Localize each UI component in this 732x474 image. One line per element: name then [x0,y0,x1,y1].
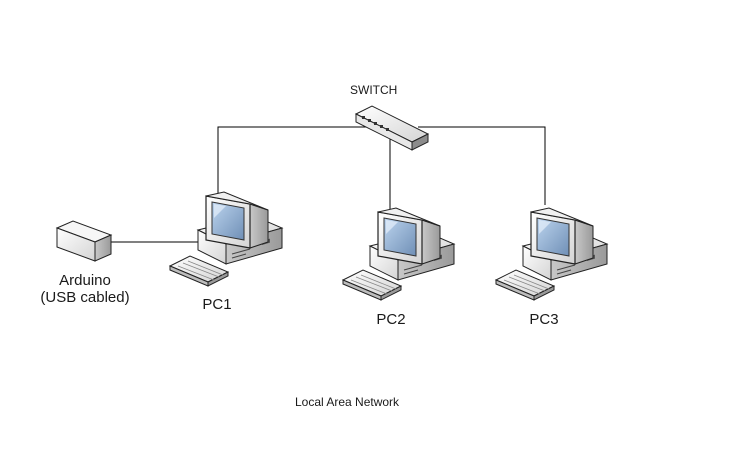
link-switch-pc3 [418,126,546,205]
pc1-computer [169,191,283,287]
arduino-note: (USB cabled) [40,289,130,306]
desktop-computer-icon [522,207,608,281]
network-links [108,126,546,243]
arduino-label: Arduino (USB cabled) [20,272,150,306]
switch-label: SWITCH [350,83,398,97]
arduino-board-icon [55,220,113,262]
desktop-computer-icon [369,207,455,281]
pc3-computer [495,207,608,301]
link-switch-pc1 [217,126,378,200]
pc2-computer [342,207,455,301]
desktop-computer-icon [197,191,283,265]
network-caption: Local Area Network [295,395,400,409]
pc2-label: PC2 [376,311,406,328]
network-switch-icon [354,105,430,151]
pc3-label: PC3 [529,311,559,328]
arduino-name: Arduino [59,272,111,289]
pc1-label: PC1 [202,296,232,313]
